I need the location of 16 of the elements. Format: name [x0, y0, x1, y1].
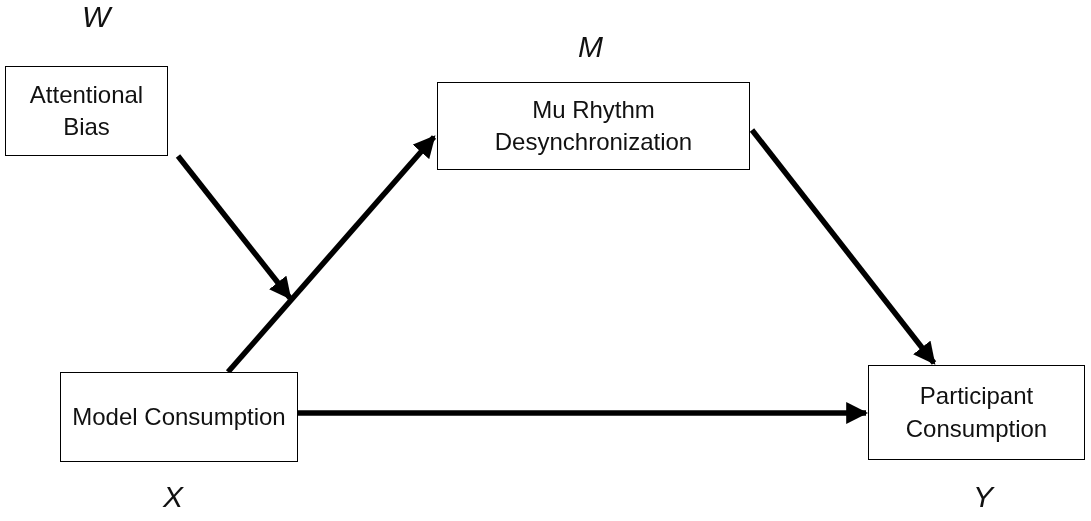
- variable-letter: Y: [973, 482, 993, 512]
- arrow: [298, 402, 869, 424]
- moderation-arrow: [175, 154, 293, 300]
- variable-box: [60, 372, 298, 462]
- box-label: Model Consumption: [72, 401, 286, 432]
- variable-box: [5, 66, 168, 156]
- variable-letter: X: [163, 482, 183, 512]
- box-label: Mu Rhythm Desynchronization: [493, 94, 694, 157]
- variable-box: [868, 365, 1085, 460]
- arrow: [749, 128, 937, 365]
- variable-letter: M: [578, 32, 603, 62]
- box-label: Participant Consumption: [904, 381, 1049, 444]
- box-label: Attentional Bias: [28, 79, 145, 142]
- arrow: [225, 135, 437, 374]
- variable-letter: W: [82, 2, 111, 32]
- variable-box: [437, 82, 750, 170]
